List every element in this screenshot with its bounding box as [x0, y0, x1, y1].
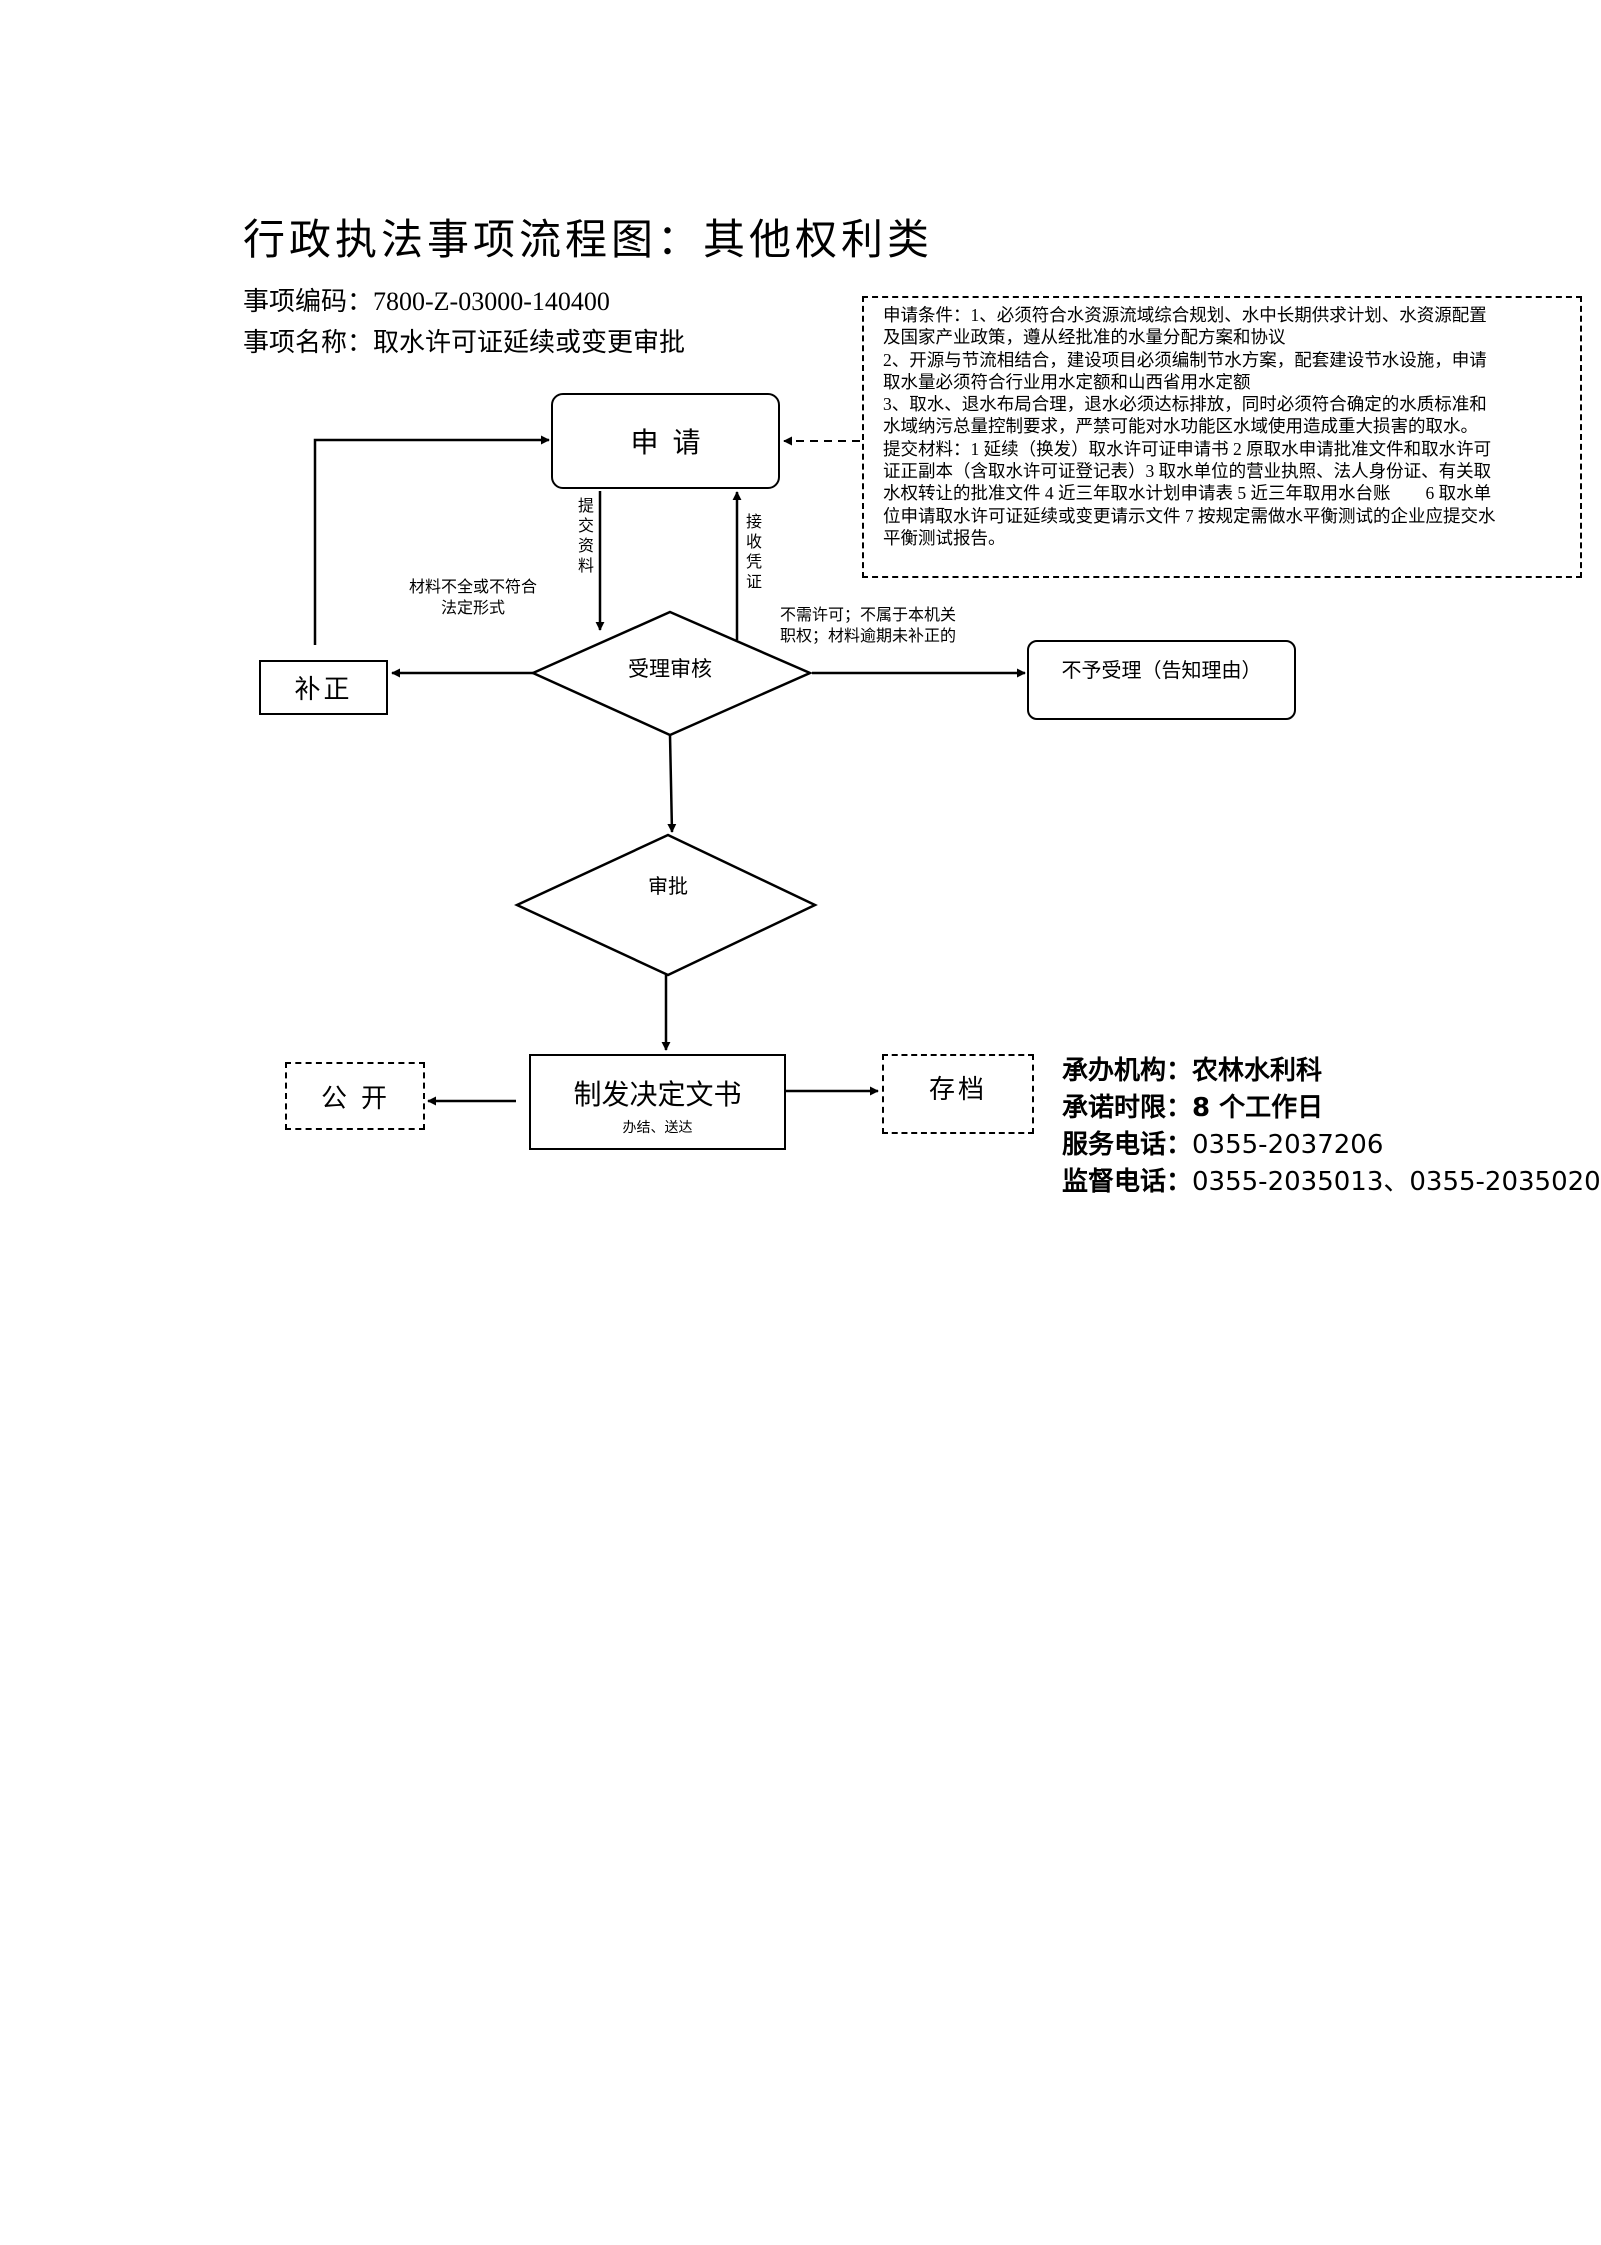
org-row: 承办机构：农林水利科 [1062, 1053, 1601, 1090]
org-label: 承办机构： [1062, 1056, 1193, 1086]
submit-materials-label: 提交资料 [577, 496, 594, 575]
decision-node: 制发决定文书 办结、送达 [529, 1054, 786, 1150]
service-label: 服务电话： [1062, 1130, 1193, 1160]
item-code-label: 事项编码： [243, 287, 374, 316]
supervise-label: 监督电话： [1062, 1167, 1193, 1197]
public-node: 公开 [285, 1062, 425, 1130]
incomplete-note-line: 材料不全或不符合 [408, 577, 537, 596]
conditions-line: 提交材料：1 延续（换发）取水许可证申请书 2 原取水申请批准文件和取水许可 [883, 438, 1492, 459]
conditions-line: 平衡测试报告。 [883, 527, 1006, 548]
limit-label: 承诺时限： [1062, 1093, 1193, 1123]
review-diamond [529, 610, 814, 737]
org-value: 农林水利科 [1192, 1056, 1323, 1086]
conditions-line: 3、取水、退水布局合理，退水必须达标排放，同时必须符合确定的水质标准和 [883, 394, 1487, 415]
conditions-line: 证正副本（含取水许可证登记表）3 取水单位的营业执照、法人身份证、有关取 [883, 461, 1492, 482]
item-code: 事项编码：7800-Z-03000-140400 [243, 281, 610, 318]
public-label: 公开 [320, 1083, 401, 1113]
conditions-line: 位申请取水许可证延续或变更请示文件 7 按规定需做水平衡测试的企业应提交水 [883, 505, 1496, 526]
item-name-value: 取水许可证延续或变更审批 [373, 328, 686, 357]
item-name: 事项名称：取水许可证延续或变更审批 [243, 322, 685, 359]
not-required-note-line: 职权；材料逾期未补正的 [780, 626, 957, 645]
conditions-line: 申请条件：1、必须符合水资源流域综合规划、水中长期供求计划、水资源配置 [883, 305, 1487, 325]
reject-label: 不予受理（告知理由） [1061, 660, 1262, 682]
archive-label: 存档 [928, 1075, 987, 1104]
limit-row: 承诺时限：8 个工作日 [1062, 1090, 1601, 1127]
page-title: 行政执法事项流程图：其他权利类 [243, 218, 934, 264]
approve-diamond [514, 833, 818, 977]
item-code-value: 7800-Z-03000-140400 [373, 287, 610, 316]
decision-label: 制发决定文书 [573, 1080, 742, 1111]
review-to-approve-arrow [667, 734, 677, 833]
correct-label: 补正 [294, 675, 353, 704]
item-name-label: 事项名称： [243, 328, 374, 357]
conditions-line: 2、开源与节流相结合，建设项目必须编制节水方案，配套建设节水设施，申请 [883, 349, 1487, 370]
not-required-note-line: 不需许可；不属于本机关 [780, 605, 957, 624]
supervise-row: 监督电话：0355-2035013、0355-2035020 [1062, 1164, 1601, 1201]
archive-node: 存档 [882, 1054, 1034, 1134]
incomplete-note-line: 法定形式 [440, 598, 505, 617]
not-required-note: 不需许可；不属于本机关 职权；材料逾期未补正的 [780, 604, 956, 646]
correct-node: 补正 [259, 660, 388, 715]
conditions-line: 及国家产业政策，遵从经批准的水量分配方案和协议 [883, 327, 1286, 348]
reject-node: 不予受理（告知理由） [1027, 640, 1296, 720]
conditions-line: 水权转让的批准文件 4 近三年取水计划申请表 5 近三年取用水台账 6 取水单 [883, 483, 1492, 504]
correct-to-apply-arrow [313, 435, 550, 645]
approve-label: 审批 [648, 874, 688, 898]
receive-voucher-label: 接收凭证 [745, 512, 762, 591]
contact-info: 承办机构：农林水利科 承诺时限：8 个工作日 服务电话：0355-2037206… [1062, 1053, 1601, 1201]
decision-sublabel: 办结、送达 [622, 1120, 693, 1136]
service-value: 0355-2037206 [1192, 1130, 1384, 1160]
application-conditions-box: 申请条件：1、必须符合水资源流域综合规划、水中长期供求计划、水资源配置 及国家产… [862, 296, 1582, 578]
apply-node: 申请 [551, 393, 780, 489]
incomplete-note: 材料不全或不符合 法定形式 [398, 576, 548, 618]
review-label: 受理审核 [628, 657, 712, 681]
limit-value: 8 个工作日 [1192, 1093, 1324, 1123]
conditions-line: 取水量必须符合行业用水定额和山西省用水定额 [883, 371, 1251, 392]
apply-label: 申请 [630, 428, 715, 459]
service-row: 服务电话：0355-2037206 [1062, 1127, 1601, 1164]
conditions-line: 水域纳污总量控制要求，严禁可能对水功能区水域使用造成重大损害的取水。 [883, 416, 1478, 437]
supervise-value: 0355-2035013、0355-2035020 [1192, 1167, 1601, 1197]
